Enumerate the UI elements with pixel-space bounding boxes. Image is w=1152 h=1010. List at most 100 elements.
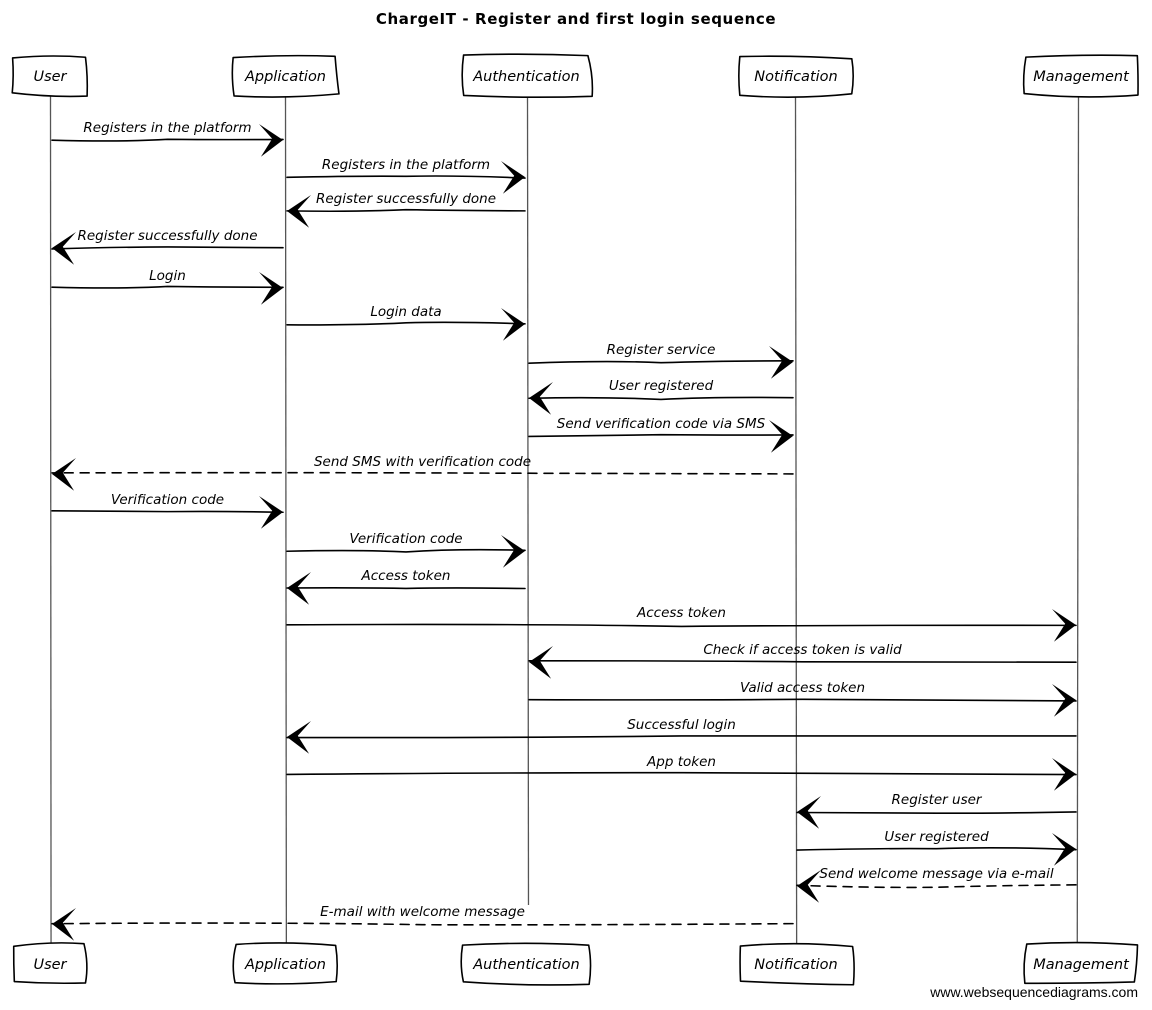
message-5-user-to-app[interactable]: Login bbox=[51, 268, 284, 305]
lifeline-line bbox=[49, 94, 52, 946]
message-8-notif-to-auth[interactable]: User registered bbox=[528, 378, 794, 415]
message-arrowhead bbox=[1052, 609, 1076, 642]
message-arrowhead bbox=[259, 272, 283, 305]
message-line bbox=[528, 659, 1077, 663]
participant-auth-top[interactable]: Authentication bbox=[461, 53, 594, 98]
message-arrowhead bbox=[287, 572, 311, 605]
message-11-user-to-app[interactable]: Verification code bbox=[51, 492, 284, 529]
participant-box[interactable] bbox=[738, 55, 854, 98]
participant-mgmt-top[interactable]: Management bbox=[1022, 54, 1139, 98]
message-label: Check if access token is valid bbox=[703, 642, 902, 658]
message-line bbox=[51, 922, 794, 926]
message-label: Registers in the platform bbox=[322, 157, 490, 173]
message-9-auth-to-notif[interactable]: Send verification code via SMS bbox=[528, 416, 794, 453]
participant-label-app: Application bbox=[244, 69, 326, 85]
participant-box[interactable] bbox=[461, 53, 594, 98]
message-label: Access token bbox=[361, 568, 451, 584]
message-label: Verification code bbox=[111, 492, 224, 508]
message-line bbox=[286, 321, 526, 326]
message-arrowhead bbox=[529, 646, 553, 679]
message-arrowhead bbox=[1052, 758, 1076, 791]
message-16-auth-to-mgmt[interactable]: Valid access token bbox=[528, 680, 1077, 717]
message-4-app-to-user[interactable]: Register successfully done bbox=[51, 228, 284, 265]
message-3-auth-to-app[interactable]: Register successfully done bbox=[286, 191, 526, 228]
message-15-mgmt-to-auth[interactable]: Check if access token is valid bbox=[528, 642, 1077, 679]
participant-user-bottom[interactable]: User bbox=[12, 942, 88, 985]
message-1-user-to-app[interactable]: Registers in the platform bbox=[51, 120, 284, 157]
message-line bbox=[51, 510, 284, 514]
participant-boxes-top: User Application Authentication Notificatio… bbox=[11, 53, 1139, 98]
participant-notif-bottom[interactable]: Notification bbox=[739, 942, 855, 986]
footer-watermark: www.websequencediagrams.com bbox=[929, 984, 1138, 1000]
message-arrowhead bbox=[52, 908, 76, 941]
participant-box[interactable] bbox=[739, 942, 855, 986]
message-label: Access token bbox=[636, 605, 726, 621]
message-21-mgmt-to-notif[interactable]: Send welcome message via e-mail bbox=[796, 866, 1077, 903]
message-arrowhead bbox=[287, 721, 311, 754]
participant-label-auth: Authentication bbox=[472, 957, 579, 973]
message-arrowhead bbox=[287, 195, 311, 228]
participant-user-top[interactable]: User bbox=[11, 55, 89, 98]
participant-notif-top[interactable]: Notification bbox=[738, 55, 854, 98]
message-arrowhead bbox=[501, 308, 525, 341]
message-line bbox=[51, 138, 284, 142]
message-line bbox=[286, 771, 1077, 776]
participant-app-bottom[interactable]: Application bbox=[232, 942, 339, 985]
participant-box[interactable] bbox=[232, 942, 339, 985]
participant-label-user: User bbox=[33, 69, 67, 85]
message-17-mgmt-to-app[interactable]: Successful login bbox=[286, 717, 1077, 754]
lifelines-layer bbox=[49, 94, 1080, 946]
message-line bbox=[286, 548, 526, 553]
message-label: Send welcome message via e-mail bbox=[819, 866, 1053, 882]
participant-app-top[interactable]: Application bbox=[231, 54, 340, 98]
message-label: Send SMS with verification code bbox=[314, 454, 531, 470]
message-label: Register service bbox=[607, 342, 716, 358]
message-line bbox=[286, 208, 526, 213]
message-line bbox=[286, 735, 1077, 739]
message-line bbox=[51, 246, 284, 250]
participant-label-notif: Notification bbox=[754, 957, 837, 973]
participant-auth-bottom[interactable]: Authentication bbox=[460, 942, 592, 986]
message-7-auth-to-notif[interactable]: Register service bbox=[528, 342, 794, 379]
message-arrowhead bbox=[769, 420, 793, 453]
message-label: Register user bbox=[892, 792, 983, 808]
participant-box[interactable] bbox=[460, 942, 592, 986]
message-label: E-mail with welcome message bbox=[320, 904, 525, 920]
message-arrowhead bbox=[797, 870, 821, 903]
message-6-app-to-auth[interactable]: Login data bbox=[286, 304, 526, 341]
participant-box[interactable] bbox=[12, 942, 88, 985]
participant-box[interactable] bbox=[231, 54, 340, 98]
message-10-notif-to-user[interactable]: Send SMS with verification code bbox=[51, 454, 794, 491]
message-12-app-to-auth[interactable]: Verification code bbox=[286, 531, 526, 568]
message-label: Registers in the platform bbox=[83, 120, 251, 136]
participant-box[interactable] bbox=[1023, 941, 1139, 985]
message-2-app-to-auth[interactable]: Registers in the platform bbox=[286, 157, 526, 194]
message-line bbox=[528, 360, 794, 364]
lifeline-line bbox=[526, 94, 530, 906]
message-arrowhead bbox=[1052, 833, 1076, 866]
message-20-notif-to-mgmt[interactable]: User registered bbox=[796, 829, 1077, 866]
message-13-auth-to-app[interactable]: Access token bbox=[286, 568, 526, 605]
lifeline-app bbox=[284, 94, 288, 946]
participant-label-notif: Notification bbox=[754, 69, 837, 85]
message-14-app-to-mgmt[interactable]: Access token bbox=[286, 605, 1077, 642]
message-18-app-to-mgmt[interactable]: App token bbox=[286, 754, 1077, 791]
message-label: Verification code bbox=[349, 531, 462, 547]
participant-label-auth: Authentication bbox=[472, 69, 579, 85]
message-line bbox=[286, 587, 526, 590]
participant-box[interactable] bbox=[1022, 54, 1139, 98]
message-19-mgmt-to-notif[interactable]: Register user bbox=[796, 792, 1077, 829]
message-22-notif-to-user[interactable]: E-mail with welcome message bbox=[51, 904, 794, 941]
message-line bbox=[528, 698, 1077, 702]
message-label: User registered bbox=[884, 829, 989, 845]
participant-box[interactable] bbox=[11, 55, 89, 98]
message-label: Valid access token bbox=[740, 680, 865, 696]
message-label: Login bbox=[149, 268, 186, 284]
diagram-title: ChargeIT - Register and first login sequ… bbox=[376, 10, 776, 28]
lifeline-line bbox=[794, 94, 798, 946]
message-arrowhead bbox=[797, 796, 821, 829]
message-line bbox=[528, 433, 794, 438]
participant-mgmt-bottom[interactable]: Management bbox=[1023, 941, 1139, 985]
